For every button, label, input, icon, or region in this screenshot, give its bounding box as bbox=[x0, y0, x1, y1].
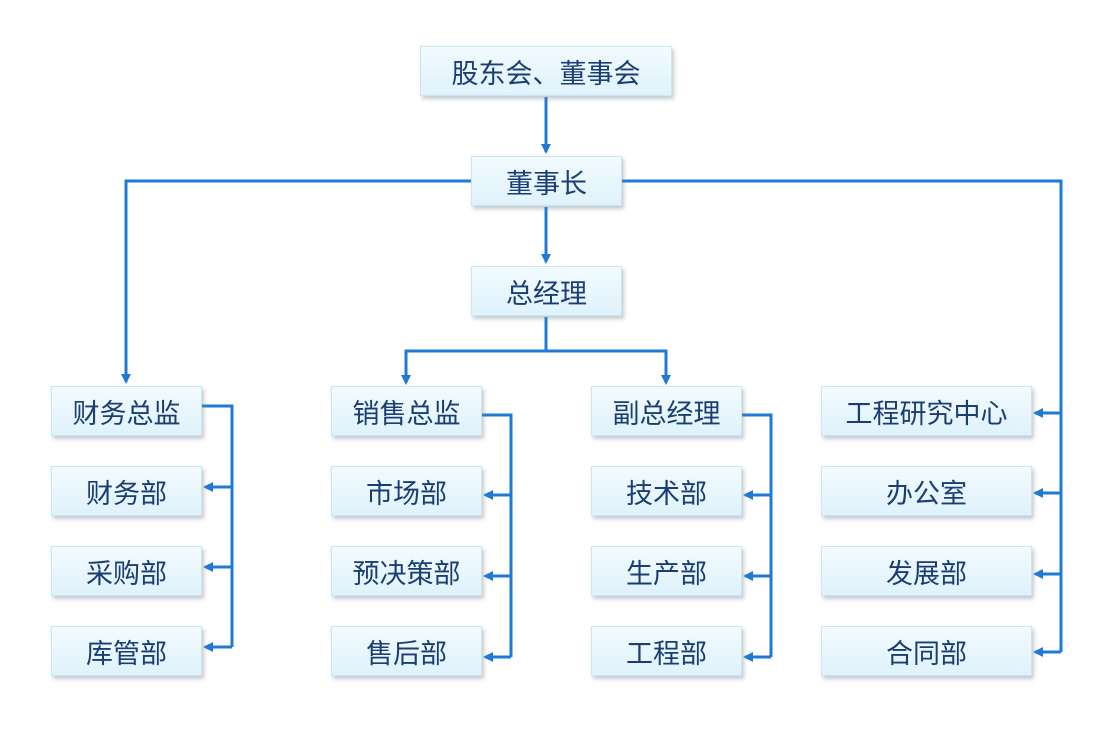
node-budget-dept: 预决策部 bbox=[331, 546, 482, 596]
connector-gm-sales-director bbox=[401, 349, 546, 385]
node-development-dept: 发展部 bbox=[821, 546, 1032, 596]
node-finance-director: 财务总监 bbox=[51, 386, 202, 436]
node-market-dept: 市场部 bbox=[331, 466, 482, 516]
node-gm: 总经理 bbox=[471, 266, 622, 316]
node-sales-director: 销售总监 bbox=[331, 386, 482, 436]
connector-deputy-rail bbox=[742, 413, 773, 657]
node-after-sales-dept: 售后部 bbox=[331, 626, 482, 676]
connector-chairman-finance-director bbox=[121, 179, 471, 384]
node-engineering-dept: 工程部 bbox=[591, 626, 742, 676]
connector-sales-rail bbox=[482, 413, 513, 657]
node-deputy-gm: 副总经理 bbox=[591, 386, 742, 436]
connector-finance-rail bbox=[202, 404, 234, 647]
node-rd-center: 工程研究中心 bbox=[821, 386, 1032, 436]
node-warehouse-dept: 库管部 bbox=[51, 626, 202, 676]
node-tech-dept: 技术部 bbox=[591, 466, 742, 516]
node-production-dept: 生产部 bbox=[591, 546, 742, 596]
node-chairman: 董事长 bbox=[471, 156, 622, 206]
node-contract-dept: 合同部 bbox=[821, 626, 1032, 676]
node-purchasing-dept: 采购部 bbox=[51, 546, 202, 596]
node-finance-dept: 财务部 bbox=[51, 466, 202, 516]
node-office: 办公室 bbox=[821, 466, 1032, 516]
node-shareholders: 股东会、董事会 bbox=[420, 46, 672, 96]
connector-chairman-right-rail bbox=[622, 179, 1063, 652]
connector-gm-deputy-gm bbox=[546, 349, 671, 385]
